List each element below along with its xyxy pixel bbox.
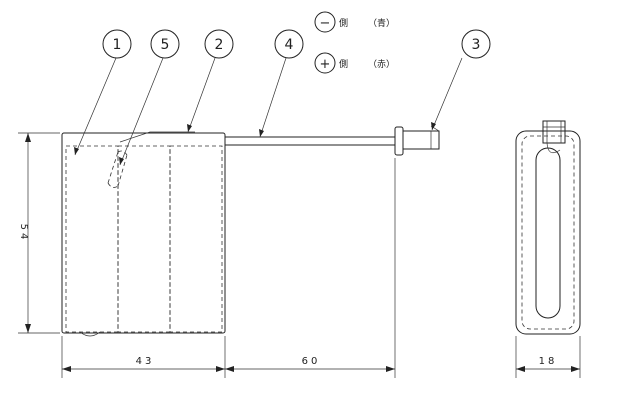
cell-1-outline	[65, 145, 119, 333]
svg-text:−: −	[320, 16, 331, 31]
callout-3: 3	[461, 29, 491, 59]
svg-text:2: 2	[215, 37, 224, 53]
svg-text:1: 1	[113, 37, 122, 53]
dimension-height: 54	[18, 132, 60, 334]
svg-text:54: 54	[18, 224, 29, 243]
callout-2: 2	[204, 29, 234, 59]
dimension-depth: 18	[515, 336, 581, 378]
svg-text:側: 側	[339, 17, 348, 29]
svg-text:43: 43	[136, 356, 155, 367]
dimension-width-body: 43	[61, 336, 226, 378]
dimension-lead-length: 60	[225, 158, 396, 378]
side-lead-channel	[535, 147, 561, 319]
legend-plus: + 側 （赤）	[314, 52, 395, 74]
svg-text:（青）: （青）	[368, 17, 395, 29]
callout-1: 1	[102, 29, 132, 59]
pack-outline	[61, 132, 226, 334]
side-view	[515, 120, 581, 335]
insulator-part	[107, 150, 128, 188]
leader-lines	[74, 57, 463, 166]
svg-text:5: 5	[161, 37, 170, 53]
svg-text:側: 側	[339, 58, 348, 70]
connector	[394, 125, 440, 156]
bottom-tab	[79, 331, 101, 337]
cell-2-outline	[117, 145, 171, 333]
front-view	[61, 131, 226, 337]
tube-top-edge	[119, 131, 195, 143]
side-outline	[515, 130, 581, 335]
svg-text:18: 18	[539, 356, 558, 367]
side-connector	[542, 120, 566, 144]
side-inner-dashed	[521, 135, 575, 330]
legend-minus: − 側 （青）	[314, 11, 395, 33]
plus-circle	[314, 52, 336, 74]
lead-wire	[225, 136, 395, 146]
svg-text:60: 60	[302, 356, 321, 367]
svg-text:（赤）: （赤）	[368, 59, 395, 70]
callout-5: 5	[150, 29, 180, 59]
svg-text:3: 3	[472, 37, 481, 53]
callout-4: 4	[274, 29, 304, 59]
svg-text:+: +	[320, 57, 331, 72]
minus-circle	[314, 11, 336, 33]
svg-text:4: 4	[285, 37, 294, 53]
cell-3-outline	[169, 145, 223, 333]
